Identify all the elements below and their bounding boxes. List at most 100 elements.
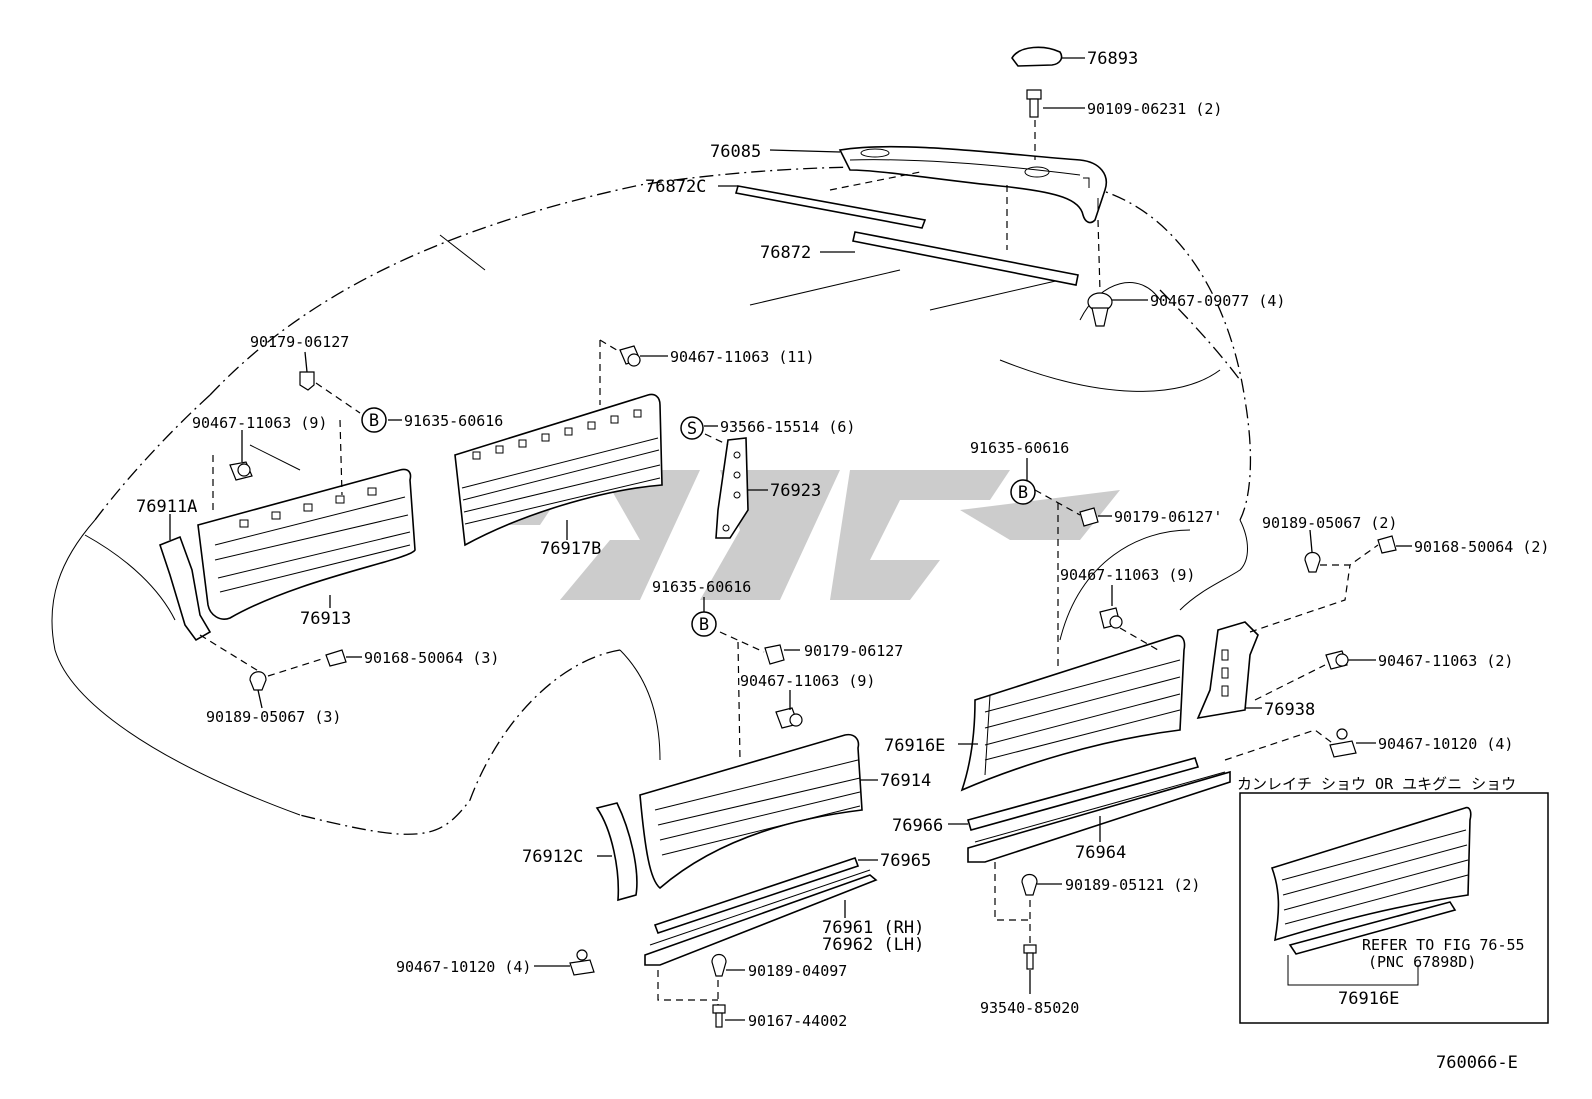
label-76911a: 76911A bbox=[136, 497, 197, 517]
label-76912c: 76912C bbox=[522, 847, 583, 867]
inset-box bbox=[1239, 792, 1549, 1024]
label-leaders bbox=[169, 57, 1412, 1021]
nut-90168-50064-a bbox=[325, 649, 347, 667]
inset-refer-line2: (PNC 67898D) bbox=[1368, 953, 1476, 971]
inset-labels: カンレイチ ショウ OR ユキグニ ショウ REFER TO FIG 76-55… bbox=[1237, 775, 1525, 1009]
clip-90467-11063-a bbox=[229, 461, 253, 481]
label-90189-05067-3: 90189-05067 (3) bbox=[206, 708, 341, 726]
clip-90189-05067-b bbox=[1304, 551, 1321, 573]
label-90189-05067-2: 90189-05067 (2) bbox=[1262, 514, 1397, 532]
label-90179-06127-c: 90179-06127' bbox=[1114, 508, 1222, 526]
svg-text:B: B bbox=[369, 411, 379, 431]
clip-90189-05067-a bbox=[249, 671, 267, 691]
moulding-76916e bbox=[960, 634, 1186, 792]
weatherstrip-76872 bbox=[852, 231, 1079, 286]
clip-90467-10120-a bbox=[569, 949, 595, 976]
label-76923: 76923 bbox=[770, 481, 821, 501]
spoiler-76085 bbox=[838, 145, 1107, 224]
label-90467-10120-b: 90467-10120 (4) bbox=[1378, 735, 1513, 753]
label-76962: 76962 (LH) bbox=[822, 935, 924, 955]
nut-90168-50064-b bbox=[1377, 535, 1397, 554]
clip-90467-11063-c bbox=[775, 707, 803, 729]
part-labels: 76893 90109-06231 (2) 76085 76872C 76872… bbox=[136, 49, 1549, 1030]
label-91635-60616-c: 91635-60616 bbox=[970, 439, 1069, 457]
bolt-90109 bbox=[1026, 89, 1042, 118]
end-cap-76938 bbox=[1196, 621, 1259, 720]
screw-93540-85020 bbox=[1023, 944, 1037, 970]
clip-90179-06127-a bbox=[299, 371, 315, 391]
label-90179-06127-a: 90179-06127 bbox=[250, 333, 349, 351]
label-76913: 76913 bbox=[300, 609, 351, 629]
clip-90179-06127-b bbox=[764, 644, 785, 665]
moulding-76914 bbox=[639, 733, 863, 890]
clip-90189-05121 bbox=[1021, 873, 1038, 896]
label-90467-10120-a: 90467-10120 (4) bbox=[396, 958, 531, 976]
weatherstrip-76872c bbox=[734, 185, 927, 229]
label-90167-44002: 90167-44002 bbox=[748, 1012, 847, 1030]
label-76872c: 76872C bbox=[645, 177, 706, 197]
label-90467-11063-2: 90467-11063 (2) bbox=[1378, 652, 1513, 670]
bracket-76923 bbox=[715, 437, 749, 539]
spoiler-leader-lines bbox=[829, 120, 1101, 293]
inset-part-76916e: 76916E bbox=[1338, 989, 1399, 1009]
svg-text:B: B bbox=[1018, 483, 1028, 503]
left-panel-leaders bbox=[199, 382, 361, 677]
b-symbol-b: B bbox=[691, 611, 717, 637]
s-symbol: S bbox=[680, 416, 704, 440]
label-76914: 76914 bbox=[880, 771, 931, 791]
clip-90467-11063-b bbox=[619, 345, 641, 367]
label-76966: 76966 bbox=[892, 816, 943, 836]
svg-text:B: B bbox=[699, 615, 709, 635]
label-76964: 76964 bbox=[1075, 843, 1126, 863]
spoiler-cap-76893 bbox=[1011, 46, 1063, 67]
rear-group-leaders bbox=[994, 489, 1379, 945]
label-76961: 76961 (RH) bbox=[822, 918, 924, 938]
label-90189-04097: 90189-04097 bbox=[748, 962, 847, 980]
label-91635-60616-b: 91635-60616 bbox=[652, 578, 751, 596]
end-cap-76911a bbox=[159, 535, 212, 642]
clip-90467-11063-d bbox=[1099, 607, 1123, 629]
rocker-76966 bbox=[966, 757, 1200, 831]
rocker-76961 bbox=[644, 869, 878, 966]
svg-text:S: S bbox=[687, 419, 697, 439]
label-76965: 76965 bbox=[880, 851, 931, 871]
bracket-leader bbox=[704, 433, 729, 446]
screw-90167-44002 bbox=[712, 1004, 726, 1028]
label-90467-11063-9c: 90467-11063 (9) bbox=[1060, 566, 1195, 584]
clip-90467-11063-e bbox=[1325, 650, 1349, 670]
label-90467-09077: 90467-09077 (4) bbox=[1150, 292, 1285, 310]
clip-90189-04097 bbox=[711, 953, 727, 977]
moulding-76917b bbox=[454, 393, 663, 547]
end-cap-76912c bbox=[595, 802, 638, 902]
label-90168-50064-3: 90168-50064 (3) bbox=[364, 649, 499, 667]
label-76917b: 76917B bbox=[540, 539, 601, 559]
label-90467-11063-11: 90467-11063 (11) bbox=[670, 348, 815, 366]
b-symbol-a: B bbox=[361, 407, 387, 433]
label-90109-06231: 90109-06231 (2) bbox=[1087, 100, 1222, 118]
front-door-leaders bbox=[719, 631, 765, 761]
label-76938: 76938 bbox=[1264, 700, 1315, 720]
figure-code: 760066-E bbox=[1436, 1053, 1518, 1073]
clip-90467-09077 bbox=[1087, 292, 1113, 327]
clip-90467-10120-b bbox=[1329, 728, 1357, 758]
label-90168-50064-2: 90168-50064 (2) bbox=[1414, 538, 1549, 556]
label-76916e: 76916E bbox=[884, 736, 945, 756]
door-panel-leaders bbox=[599, 339, 621, 405]
label-76893: 76893 bbox=[1087, 49, 1138, 69]
inset-title: カンレイチ ショウ OR ユキグニ ショウ bbox=[1237, 775, 1516, 793]
moulding-76913 bbox=[197, 468, 416, 620]
label-93566-15514: 93566-15514 (6) bbox=[720, 418, 855, 436]
label-93540-85020: 93540-85020 bbox=[980, 999, 1079, 1017]
label-76872: 76872 bbox=[760, 243, 811, 263]
label-90467-11063-9b: 90467-11063 (9) bbox=[740, 672, 875, 690]
rocker-76965 bbox=[653, 856, 860, 935]
inset-refer-line1: REFER TO FIG 76-55 bbox=[1362, 936, 1525, 954]
clip-90179-06127-c bbox=[1079, 507, 1099, 527]
label-90179-06127-b: 90179-06127 bbox=[804, 642, 903, 660]
b-symbol-c: B bbox=[1010, 479, 1036, 505]
rocker-front-leaders bbox=[657, 970, 719, 1005]
label-76085: 76085 bbox=[710, 142, 761, 162]
label-90189-05121: 90189-05121 (2) bbox=[1065, 876, 1200, 894]
rocker-76964 bbox=[967, 770, 1231, 863]
